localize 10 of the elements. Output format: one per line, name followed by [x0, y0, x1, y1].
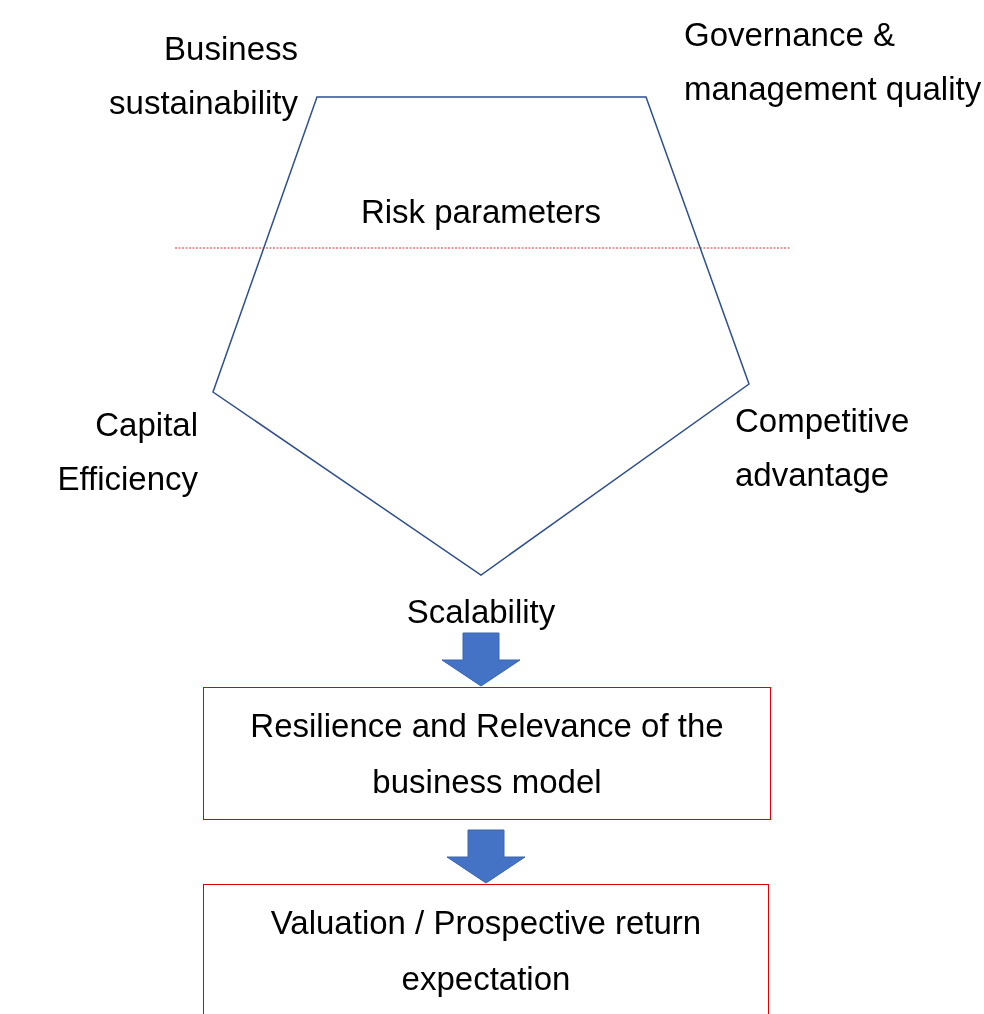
node-label: Risk parameters [359, 192, 603, 232]
arrow [441, 632, 521, 687]
vertex-label: Competitive advantage [735, 401, 911, 495]
arrow [446, 829, 526, 884]
process-box: Valuation / Prospective return expectation [203, 884, 769, 1014]
vertex-label: Capital Efficiency [56, 405, 198, 499]
process-box: Resilience and Relevance of the business model [203, 687, 771, 820]
vertex-label: Scalability [405, 592, 557, 632]
vertex-label: Business sustainability [108, 29, 298, 123]
vertex-label: Governance & management quality [684, 15, 983, 109]
